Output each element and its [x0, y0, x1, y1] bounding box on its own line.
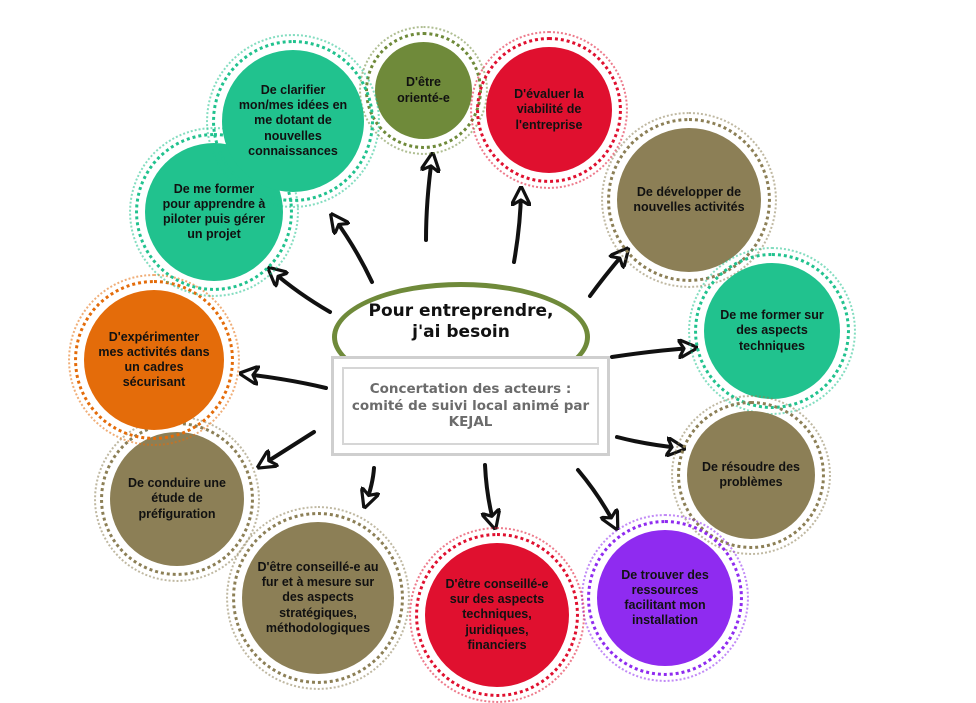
hub-title-line-2: j'ai besoin: [412, 322, 510, 343]
arrow-to-ressources: [576, 468, 615, 525]
arrow-to-developper: [588, 252, 625, 298]
arrow-to-experimenter: [245, 374, 328, 390]
arrow-to-prefiguration: [262, 430, 316, 465]
hub-box-text: Concertation des acteurs : comité de sui…: [346, 381, 595, 432]
arrow-to-conseille-strategiques: [366, 466, 374, 503]
need-node-prefiguration: De conduire une étude de préfiguration: [94, 416, 260, 582]
hub-box-line-1: Concertation des acteurs :: [369, 380, 572, 397]
need-node-experimenter: D'expérimenter mes activités dans un cad…: [68, 274, 240, 446]
hub-box-line-3: KEJAL: [448, 414, 493, 431]
need-node-clarifier: De clarifier mon/mes idées en me dotant …: [206, 34, 380, 208]
need-node-conseille-strategiques: D'être conseillé-e au fur et à mesure su…: [226, 506, 410, 690]
arrow-to-resoudre: [615, 435, 680, 448]
need-label: De trouver des ressources facilitant mon…: [621, 567, 709, 628]
need-label: De me former pour apprendre à piloter pu…: [162, 181, 266, 242]
arrow-to-clarifier: [334, 218, 374, 284]
need-node-former-techniques: De me former sur des aspects techniques: [688, 247, 856, 415]
need-label: De développer de nouvelles activités: [633, 184, 745, 214]
need-label: De conduire une étude de préfiguration: [128, 476, 226, 521]
need-label: D'être conseillé-e au fur et à mesure su…: [257, 559, 379, 635]
need-label: D'être orienté-e: [397, 75, 450, 105]
need-node-developper: De développer de nouvelles activités: [601, 112, 777, 288]
need-label: D'évaluer la viabilité de l'entreprise: [514, 87, 584, 132]
need-label: D'être conseillé-e sur des aspects techn…: [445, 576, 549, 652]
hub-title: Pour entreprendre, j'ai besoin: [369, 301, 554, 344]
need-node-conseille-techniques: D'être conseillé-e sur des aspects techn…: [409, 527, 585, 703]
need-label: De clarifier mon/mes idées en me dotant …: [238, 82, 348, 158]
need-node-oriente: D'être orienté-e: [359, 26, 488, 155]
need-label: D'expérimenter mes activités dans un cad…: [98, 329, 210, 390]
hub-box: Concertation des acteurs : comité de sui…: [331, 356, 610, 456]
arrow-to-conseille-techniques: [485, 463, 494, 524]
need-node-resoudre: De résoudre des problèmes: [671, 395, 831, 555]
need-label: De me former sur des aspects techniques: [720, 308, 824, 353]
hub-box-line-2: comité de suivi local animé par: [351, 397, 590, 414]
need-node-ressources: De trouver des ressources facilitant mon…: [581, 514, 749, 682]
need-node-viabilite: D'évaluer la viabilité de l'entreprise: [470, 31, 628, 189]
arrow-to-former-techniques: [610, 348, 692, 359]
hub-title-line-1: Pour entreprendre,: [368, 301, 554, 321]
hub-box-frame: Concertation des acteurs : comité de sui…: [342, 367, 599, 445]
arrow-to-oriente: [426, 158, 432, 242]
arrow-to-viabilite: [514, 192, 521, 264]
need-label: De résoudre des problèmes: [702, 459, 800, 489]
arrow-to-former-projet: [272, 271, 332, 314]
